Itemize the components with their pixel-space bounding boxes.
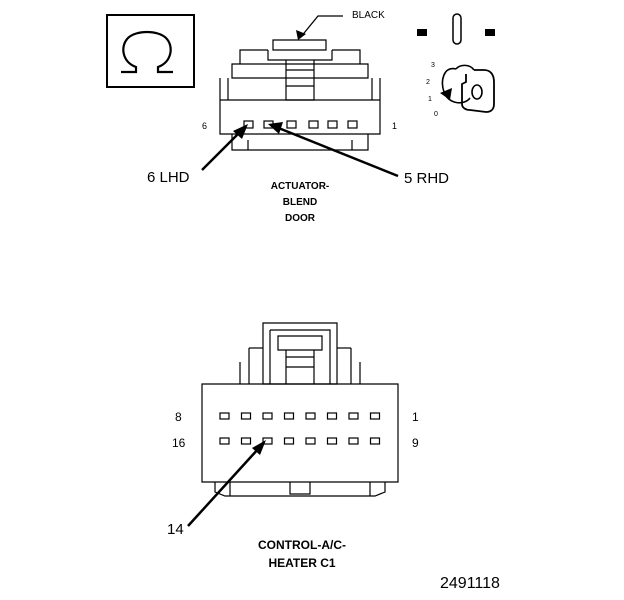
callout-arrow-pin14: [187, 440, 266, 527]
pin-cavity: [348, 437, 359, 445]
pin-cavity: [283, 437, 295, 445]
heater-control-connector: [201, 322, 399, 497]
callout-rhd-label: 5 RHD: [404, 170, 449, 187]
row2-left-pin-label: 16: [172, 436, 186, 450]
row1-right-pin-label: 1: [412, 410, 419, 424]
wire-color-callout: BLACK: [296, 10, 385, 40]
pin-label-left: 6: [202, 121, 207, 131]
omega-symbol-icon: [106, 14, 195, 88]
callout-pin14-label: 14: [167, 521, 184, 538]
callout-arrow-lhd: [201, 124, 248, 171]
key-position-1: 1: [428, 96, 432, 103]
svg-text:BLEND: BLEND: [283, 197, 317, 208]
callout-lhd-label: 6 LHD: [147, 169, 190, 186]
ignition-key-icon: 3 2 1 0: [417, 13, 495, 118]
row2-right-pin-label: 9: [412, 436, 419, 450]
blend-door-connector-name: ACTUATOR- BLEND DOOR: [271, 181, 330, 224]
pin-cavity: [326, 412, 338, 420]
pin-cavity: [283, 412, 295, 420]
heater-control-pin-cavities: [219, 412, 381, 445]
blend-door-pin-cavities: [243, 120, 358, 129]
figure-id: 2491118: [440, 575, 500, 592]
pin-cavity: [240, 412, 252, 420]
heater-control-connector-name: CONTROL-A/C- HEATER C1: [258, 538, 346, 570]
callout-arrow-rhd: [268, 122, 399, 178]
blend-door-connector: [219, 39, 381, 151]
svg-text:ACTUATOR-: ACTUATOR-: [271, 181, 330, 192]
pin-cavity: [348, 412, 359, 420]
key-position-3: 3: [431, 62, 435, 69]
pin-cavity: [240, 437, 252, 445]
svg-text:DOOR: DOOR: [285, 213, 316, 224]
row1-left-pin-label: 8: [175, 410, 182, 424]
pin-cavity: [305, 437, 316, 445]
pin-cavity: [262, 412, 273, 420]
pin-cavity: [369, 437, 381, 445]
pin-cavity: [219, 412, 230, 420]
key-position-0: 0: [434, 111, 438, 118]
svg-text:HEATER C1: HEATER C1: [268, 556, 335, 570]
pin-cavity: [326, 437, 338, 445]
pin-cavity: [219, 437, 230, 445]
pin-label-right: 1: [392, 121, 397, 131]
pin-cavity: [369, 412, 381, 420]
pin-cavity: [305, 412, 316, 420]
key-position-2: 2: [426, 79, 430, 86]
svg-text:CONTROL-A/C-: CONTROL-A/C-: [258, 538, 346, 552]
wire-color-label: BLACK: [352, 10, 385, 21]
pin-cavity: [262, 437, 273, 445]
